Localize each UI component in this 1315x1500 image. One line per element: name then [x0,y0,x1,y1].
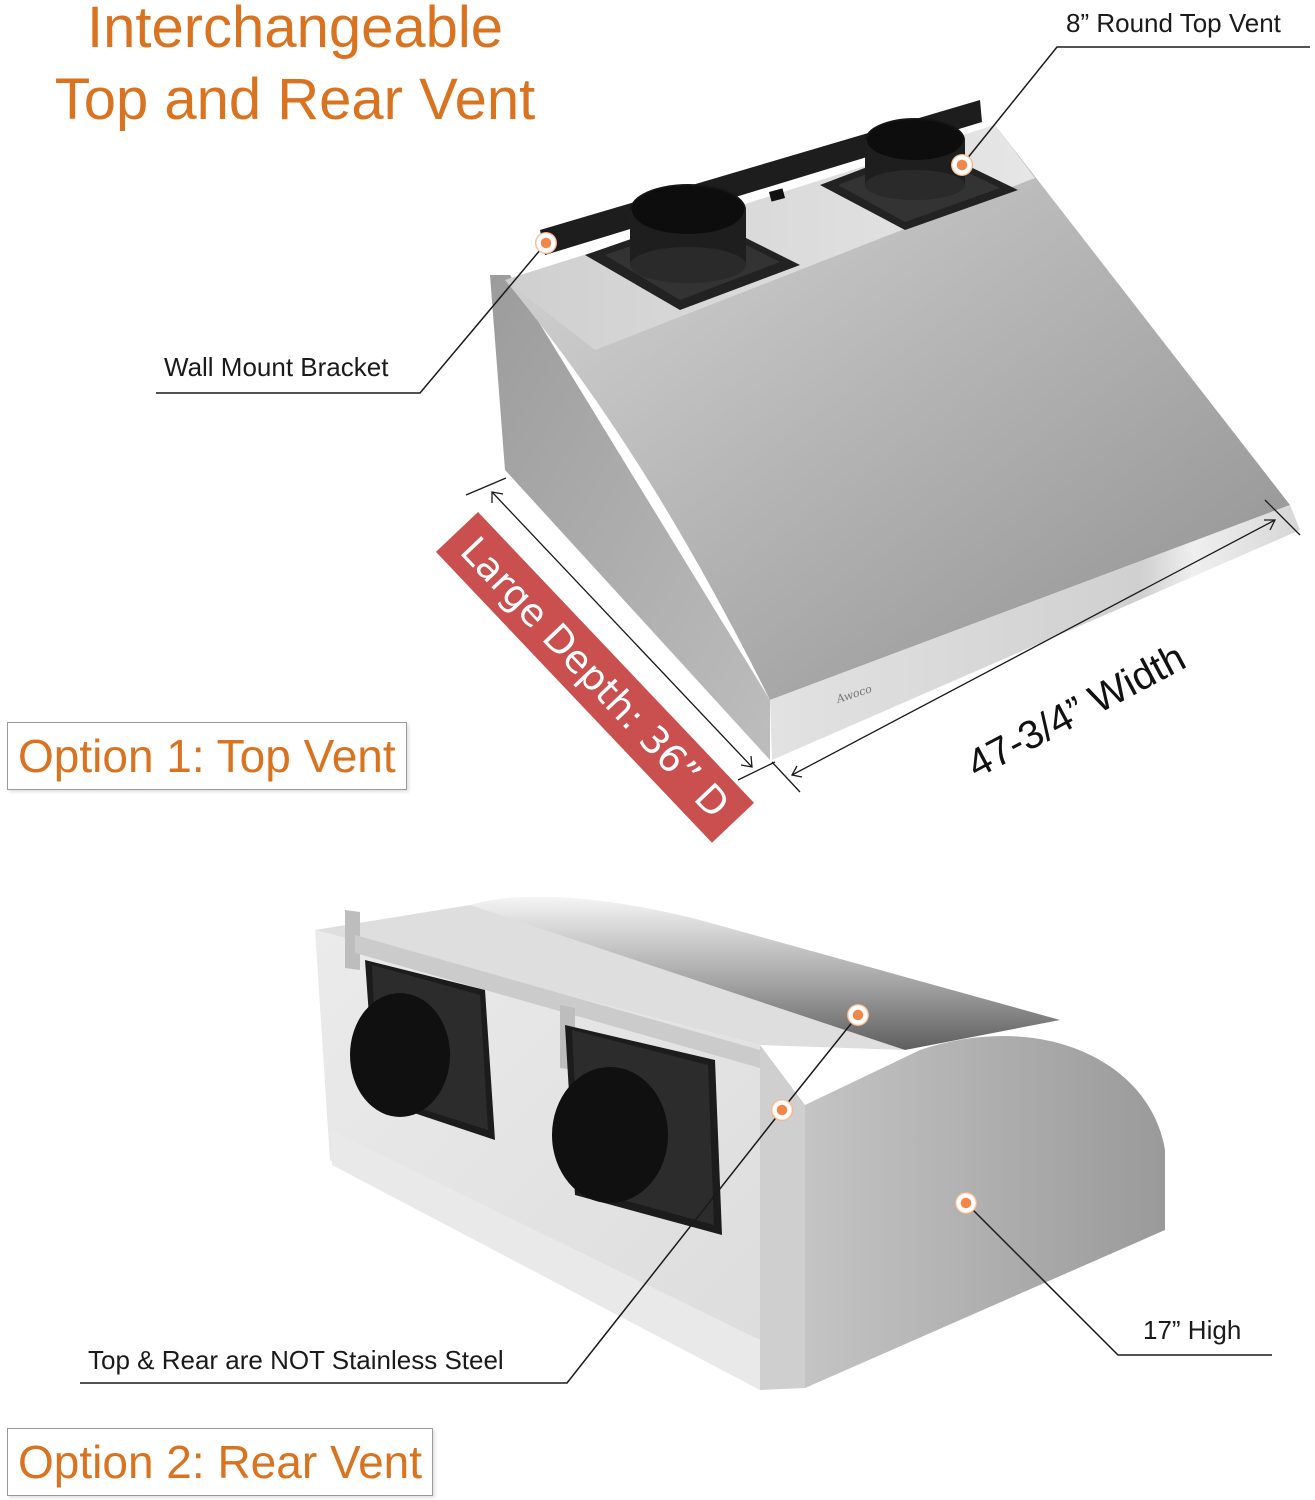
callout-wall-mount-bracket: Wall Mount Bracket [164,352,389,382]
callout-material-note: Top & Rear are NOT Stainless Steel [88,1345,504,1375]
callout-dots [535,154,977,1214]
option1-leader-lines [156,46,1310,394]
top-vent-hood-illustration: Awoco [490,100,1300,760]
page-title: Interchangeable Top and Rear Vent [0,0,590,136]
callout-dot-rear-panel [771,1099,793,1121]
option2-leader-lines [80,1014,1272,1384]
callout-dot-top-vent [951,154,973,176]
callout-height: 17” High [1143,1315,1242,1345]
option-2-label: Option 2: Rear Vent [7,1428,434,1496]
title-line-1: Interchangeable [87,0,503,60]
callout-dot-height [955,1192,977,1214]
dimension-lines [465,477,1301,793]
option-1-label: Option 1: Top Vent [7,722,407,790]
callout-round-top-vent: 8” Round Top Vent [1066,8,1281,38]
callout-dot-top-panel [847,1004,869,1026]
rear-vent-hood-illustration [315,896,1165,1390]
callout-dot-bracket [535,232,557,254]
title-line-2: Top and Rear Vent [54,67,536,132]
